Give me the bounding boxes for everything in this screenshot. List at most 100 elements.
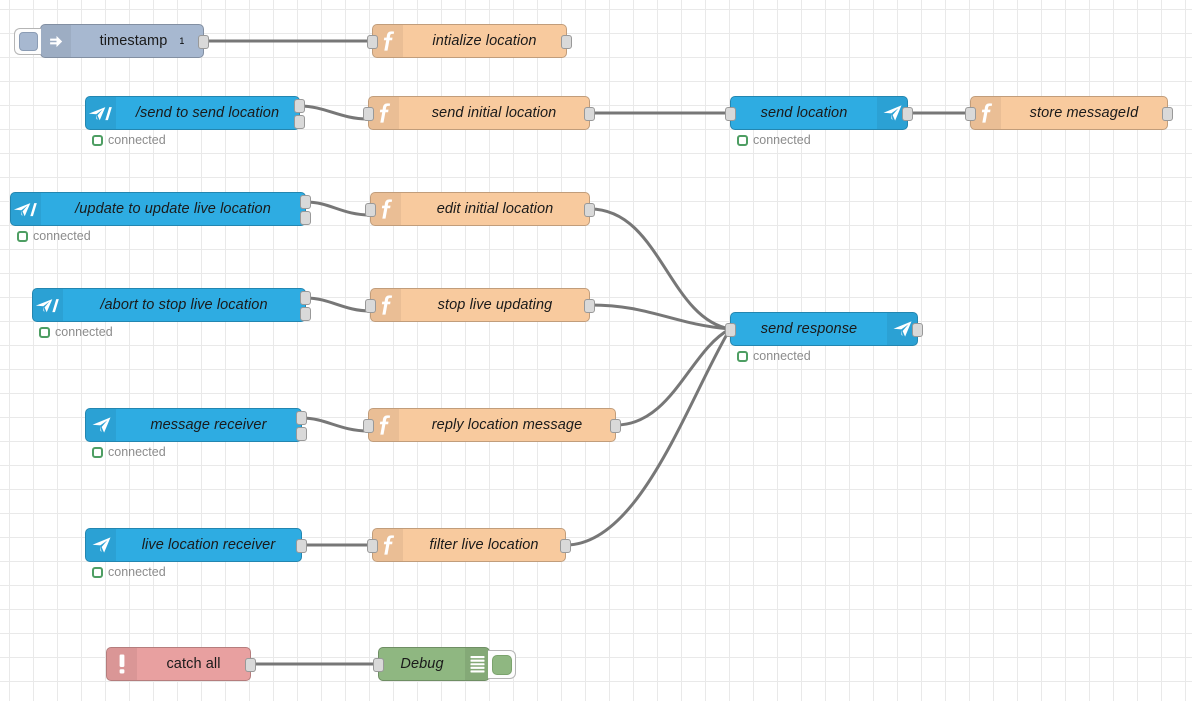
output-port-2[interactable] [296,427,307,441]
input-port[interactable] [367,35,378,49]
node-function-stop-live-updating[interactable]: stop live updating [365,288,595,322]
node-telegram-live-location-receiver[interactable]: live location receiver connected [85,528,307,579]
output-port[interactable] [561,35,572,49]
telegram-plane-icon [86,409,116,441]
input-port[interactable] [367,539,378,553]
exclamation-icon [107,648,137,680]
debug-label: Debug [400,656,444,672]
function-f-icon [373,529,403,561]
node-telegram-command-update[interactable]: /update to update live location connecte… [10,192,311,243]
function-filter-live-location-body: filter live location [403,529,565,561]
function-f-icon [369,97,399,129]
output-port-2[interactable] [294,115,305,129]
node-function-edit-initial-location[interactable]: edit initial location [365,192,595,226]
node-telegram-command-send[interactable]: /send to send location connected [85,96,305,147]
output-port[interactable] [1162,107,1173,121]
output-port[interactable] [584,203,595,217]
inject-timestamp-badge: 1 [179,36,185,46]
node-function-initialize-location[interactable]: intialize location [367,24,572,58]
output-port[interactable] [912,323,923,337]
status-label: connected [108,565,166,579]
input-port[interactable] [373,658,384,672]
function-initialize-location-label: intialize location [432,33,537,49]
function-initialize-location-body: intialize location [403,25,566,57]
telegram-command-abort-body: /abort to stop live location [63,289,305,321]
telegram-command-update-label: /update to update live location [75,201,271,217]
status-connected: connected [39,325,113,339]
inject-arrow-icon [41,25,71,57]
function-f-icon [371,289,401,321]
node-function-send-initial-location[interactable]: send initial location [363,96,595,130]
output-port[interactable] [198,35,209,49]
function-f-icon [371,193,401,225]
output-port[interactable] [902,107,913,121]
output-port[interactable] [245,658,256,672]
node-debug[interactable]: Debug [373,647,516,681]
output-port[interactable] [584,299,595,313]
output-port-1[interactable] [300,195,311,209]
telegram-live-location-receiver-body: live location receiver [116,529,301,561]
telegram-message-receiver-body: message receiver [116,409,301,441]
input-port[interactable] [365,299,376,313]
output-port-2[interactable] [300,211,311,225]
output-port[interactable] [584,107,595,121]
status-dot-icon [92,134,103,146]
output-port[interactable] [296,539,307,553]
telegram-send-response-body: send response [731,313,887,345]
node-telegram-message-receiver[interactable]: message receiver connected [85,408,307,459]
telegram-plane-icon [86,529,116,561]
status-label: connected [753,133,811,147]
status-connected: connected [92,565,166,579]
telegram-command-icon [86,97,116,129]
telegram-command-icon [11,193,41,225]
status-label: connected [55,325,113,339]
output-port-1[interactable] [296,411,307,425]
status-label: connected [108,133,166,147]
output-port-1[interactable] [300,291,311,305]
telegram-command-icon [33,289,63,321]
status-label: connected [33,229,91,243]
function-store-message-id-label: store messageId [1029,105,1139,121]
inject-trigger-button[interactable] [14,28,41,55]
node-telegram-command-abort[interactable]: /abort to stop live location connected [32,288,311,339]
input-port[interactable] [725,323,736,337]
function-reply-location-message-label: reply location message [431,417,583,433]
node-function-store-message-id[interactable]: store messageId [965,96,1173,130]
status-connected: connected [92,133,166,147]
output-port[interactable] [560,539,571,553]
node-inject-timestamp[interactable]: timestamp 1 [14,24,209,58]
catch-all-label: catch all [166,656,221,672]
debug-lines-icon [465,648,489,680]
function-store-message-id-body: store messageId [1001,97,1167,129]
input-port[interactable] [365,203,376,217]
telegram-send-location-label: send location [760,105,848,121]
catch-all-body: catch all [137,648,250,680]
input-port[interactable] [725,107,736,121]
input-port[interactable] [363,419,374,433]
status-connected: connected [737,349,811,363]
telegram-live-location-receiver-label: live location receiver [141,537,276,553]
inject-timestamp-label: timestamp [99,33,168,49]
status-dot-icon [92,566,103,578]
node-telegram-send-response[interactable]: send response connected [725,312,923,363]
node-function-reply-location-message[interactable]: reply location message [363,408,621,442]
function-reply-location-message-body: reply location message [399,409,615,441]
function-edit-initial-location-body: edit initial location [401,193,589,225]
input-port[interactable] [965,107,976,121]
node-telegram-send-location[interactable]: send location connected [725,96,913,147]
output-port-1[interactable] [294,99,305,113]
input-port[interactable] [363,107,374,121]
output-port[interactable] [610,419,621,433]
telegram-send-location-body: send location [731,97,877,129]
function-stop-live-updating-label: stop live updating [437,297,553,313]
status-connected: connected [92,445,166,459]
status-dot-icon [737,350,748,362]
status-connected: connected [17,229,91,243]
node-catch-all[interactable]: catch all [106,647,256,681]
status-dot-icon [92,446,103,458]
output-port-2[interactable] [300,307,311,321]
debug-toggle-button[interactable] [488,650,516,679]
node-function-filter-live-location[interactable]: filter live location [367,528,571,562]
